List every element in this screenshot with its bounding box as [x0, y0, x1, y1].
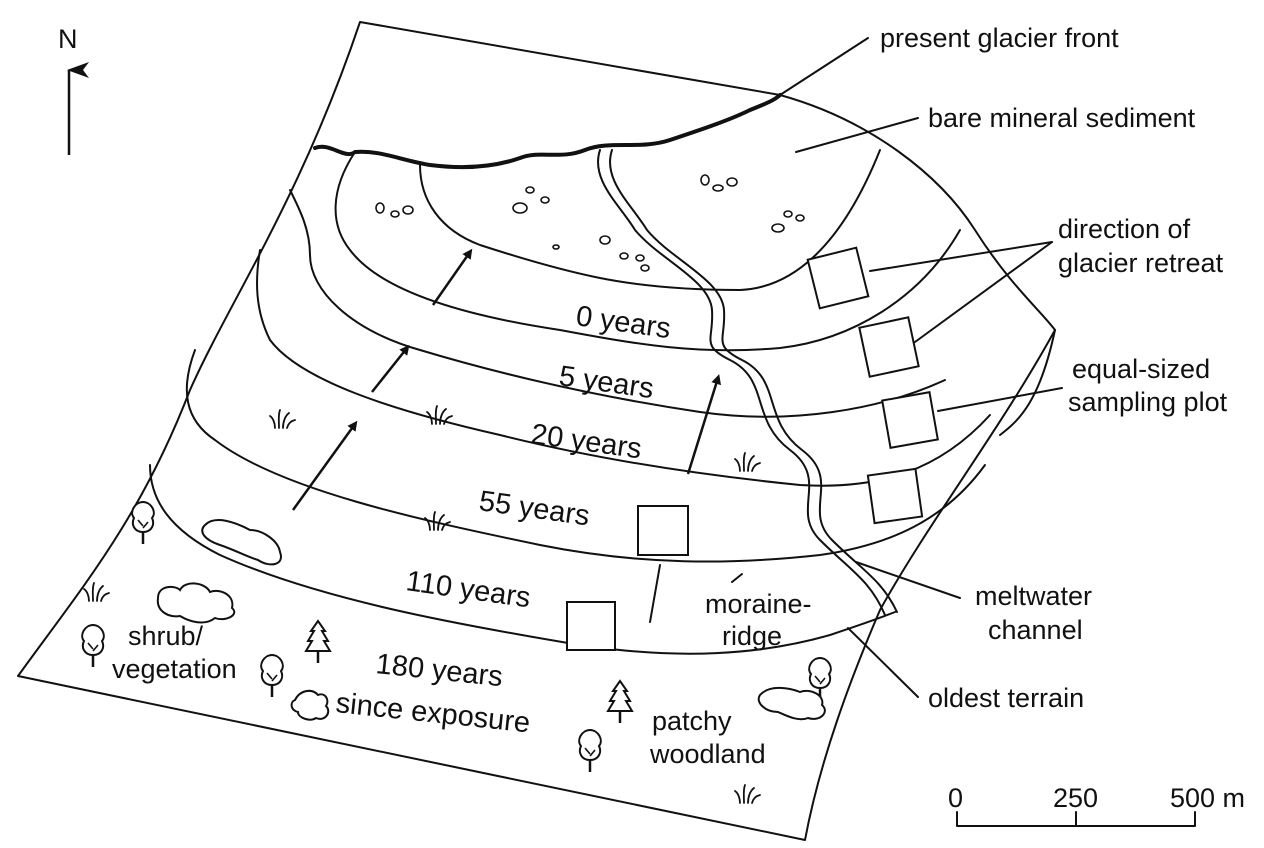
- leader-lines: [731, 37, 1063, 698]
- meltwater-channel: [597, 149, 898, 616]
- zone-boundaries: [149, 149, 1056, 655]
- zone-label-20: 20 years: [529, 418, 644, 465]
- label-oldest-terrain: oldest terrain: [928, 683, 1084, 713]
- label-woodland-2: woodland: [649, 739, 766, 769]
- zone-label-110: 110 years: [404, 565, 532, 614]
- zone-label-5: 5 years: [557, 360, 656, 405]
- zone-label-55: 55 years: [477, 485, 592, 532]
- label-bare-sediment: bare mineral sediment: [928, 103, 1196, 133]
- north-label: N: [58, 24, 78, 54]
- label-meltwater-1: meltwater: [975, 581, 1092, 611]
- label-retreat-2: glacier retreat: [1058, 248, 1224, 278]
- scale-tick-500: 500 m: [1170, 783, 1245, 813]
- zone-label-180-sub: since exposure: [334, 687, 531, 739]
- retreat-arrows: [291, 248, 721, 511]
- label-shrub-2: vegetation: [112, 654, 237, 684]
- sampling-plots: [566, 246, 939, 651]
- label-woodland-1: patchy: [652, 706, 732, 736]
- scale-bar: 0 250 500 m: [948, 783, 1245, 827]
- moraine-ridge-mark: [649, 564, 661, 623]
- label-retreat-1: direction of: [1058, 214, 1191, 244]
- label-moraine-1: moraine-: [705, 589, 812, 619]
- sediment-pebbles: [375, 174, 805, 272]
- vegetation-symbols: [80, 405, 833, 804]
- map-outline: [17, 21, 1056, 841]
- label-plot-2: sampling plot: [1068, 387, 1228, 417]
- scale-tick-250: 250: [1053, 783, 1098, 813]
- zone-label-180: 180 years: [374, 648, 504, 693]
- scale-tick-0: 0: [948, 783, 963, 813]
- glacier-front-line: [313, 93, 782, 170]
- label-glacier-front: present glacier front: [880, 23, 1119, 53]
- zone-label-0: 0 years: [574, 300, 673, 345]
- label-shrub-1: shrub/: [128, 621, 204, 651]
- label-moraine-2: ridge: [722, 621, 782, 651]
- label-plot-1: equal-sized: [1072, 354, 1210, 384]
- label-meltwater-2: channel: [988, 615, 1083, 645]
